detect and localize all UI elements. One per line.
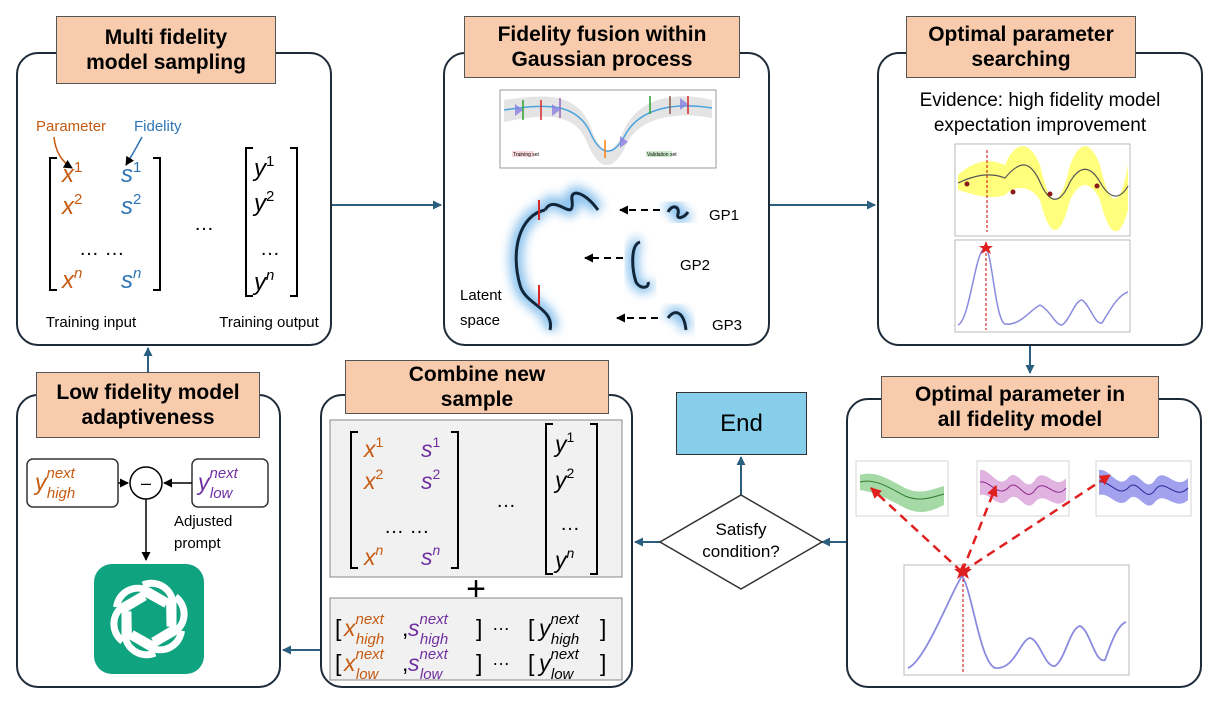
input-matrix-bracket-left — [49, 157, 57, 291]
minus-sign: – — [141, 473, 151, 493]
svg-text:yn: yn — [252, 267, 274, 296]
latent-label-line1: Latent — [460, 287, 503, 304]
svg-text:… …: … … — [384, 516, 430, 538]
training-output-label: Training output — [219, 314, 319, 331]
svg-text:… …: … … — [79, 238, 125, 260]
adjusted-line1: Adjusted — [174, 513, 232, 530]
parameter-label: Parameter — [36, 118, 106, 135]
gp3-curve — [666, 311, 688, 331]
svg-text:[: [ — [528, 615, 535, 641]
optimum-star-icon — [954, 563, 972, 579]
fidelity-label: Fidelity — [134, 118, 182, 135]
allfid-content — [855, 460, 1192, 676]
svg-text:…: … — [492, 649, 510, 669]
star-icon — [979, 241, 993, 254]
decision-text-line2: condition? — [702, 542, 780, 561]
training-input-label: Training input — [46, 314, 137, 331]
new-sample-box — [329, 597, 623, 681]
svg-text:,: , — [402, 615, 408, 641]
latent-space-curve — [514, 191, 600, 331]
svg-text:[: [ — [335, 650, 342, 676]
search-content: Evidence: high fidelity model expectatio… — [920, 90, 1161, 333]
output-matrix-bracket-right — [290, 147, 298, 297]
svg-text:…: … — [260, 238, 280, 260]
evidence-line2: expectation improvement — [934, 115, 1147, 136]
svg-text:[: [ — [335, 615, 342, 641]
mini-training-set-label: Training set — [513, 152, 540, 158]
output-matrix-bracket-left — [245, 147, 253, 297]
svg-text:…: … — [560, 513, 580, 535]
svg-text:y2: y2 — [252, 188, 274, 217]
gp1-curve — [666, 205, 690, 220]
svg-text:]: ] — [600, 650, 606, 676]
input-matrix-bracket-right — [153, 157, 161, 291]
end-label: End — [720, 409, 763, 437]
gp3-label: GP3 — [712, 317, 742, 334]
fusion-content: Training set Validation set GP1 GP2 GP3 … — [460, 89, 742, 334]
decision-text-line1: Satisfy — [715, 520, 767, 539]
svg-text:]: ] — [600, 615, 606, 641]
svg-text:x1: x1 — [61, 159, 82, 188]
sampling-panel — [16, 52, 332, 346]
combine-ellipsis: … — [496, 490, 516, 512]
svg-text:[: [ — [528, 650, 535, 676]
svg-text:]: ] — [476, 650, 482, 676]
sampling-ellipsis: … — [194, 213, 214, 235]
sampling-content: Parameter Fidelity x1 s1 x2 s2 … … xn sn… — [36, 118, 320, 331]
decision-diamond — [658, 494, 824, 590]
svg-text:y1: y1 — [252, 153, 274, 182]
svg-text:s2: s2 — [121, 191, 141, 220]
fidelity-plot-blue — [1095, 460, 1192, 517]
fidelity-plot-green — [855, 460, 949, 517]
adjusted-line2: prompt — [174, 535, 222, 552]
combine-matrix-box — [329, 419, 623, 578]
svg-text:xn: xn — [61, 265, 82, 294]
combine-content: x1 s1 x2 s2 … … xn sn … y1 y2 … yn + [ — [329, 419, 623, 683]
gp2-curve — [631, 240, 650, 289]
mini-validation-set-label: Validation set — [647, 152, 677, 158]
acquisition-plot — [954, 239, 1131, 333]
bo-process-plot — [954, 143, 1131, 237]
gp1-label: GP1 — [709, 207, 739, 224]
svg-text:x2: x2 — [61, 191, 82, 220]
allfid-acquisition-plot — [903, 564, 1130, 676]
gp2-label: GP2 — [680, 257, 710, 274]
svg-text:s1: s1 — [121, 159, 141, 188]
latent-label-line2: space — [460, 312, 500, 329]
fidelity-plot-pink — [976, 460, 1070, 517]
end-box: End — [676, 392, 807, 455]
evidence-line1: Evidence: high fidelity model — [920, 90, 1161, 111]
chatgpt-logo-icon — [94, 564, 204, 674]
svg-text:sn: sn — [121, 265, 141, 294]
svg-text:…: … — [492, 614, 510, 634]
svg-text:]: ] — [476, 615, 482, 641]
svg-text:,: , — [402, 650, 408, 676]
